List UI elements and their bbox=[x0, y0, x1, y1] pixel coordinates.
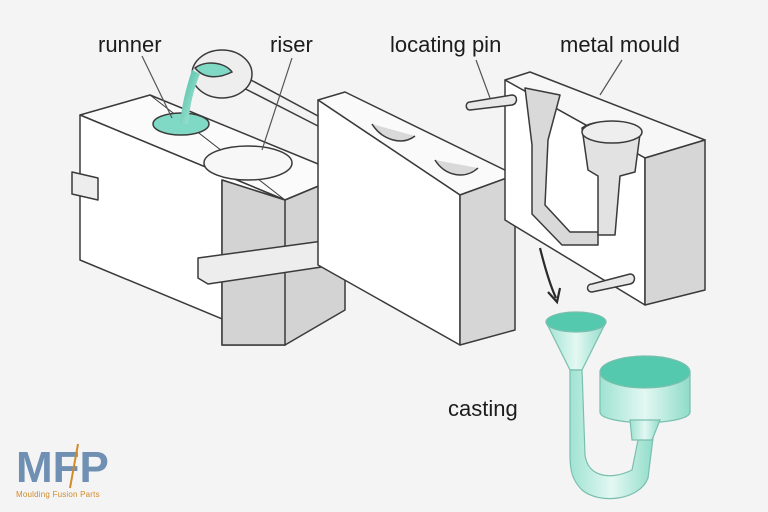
locating-pin-leader bbox=[475, 59, 491, 99]
pouring-ladle bbox=[180, 49, 328, 129]
company-logo: MFP bbox=[16, 443, 109, 492]
casting-part bbox=[545, 311, 691, 500]
casting-runner bbox=[569, 369, 655, 500]
casting-riser-top bbox=[599, 355, 691, 389]
metal-mould bbox=[504, 71, 706, 306]
logo-mark: MFP bbox=[16, 443, 109, 492]
mould-half-end-face bbox=[459, 174, 516, 346]
casting-sprue-top bbox=[545, 311, 607, 333]
metal-mould-leader bbox=[599, 59, 623, 96]
logo-caption: Moulding Fusion Parts bbox=[16, 490, 100, 499]
mould-half bbox=[317, 91, 516, 346]
metal-mould-end-face bbox=[644, 139, 706, 306]
metal-mould-label: metal mould bbox=[560, 32, 680, 57]
casting-arrow bbox=[538, 247, 562, 305]
locating-pin-bottom bbox=[586, 273, 636, 293]
assembled-mould bbox=[71, 94, 356, 346]
leader-lines bbox=[141, 55, 623, 151]
riser-label: riser bbox=[270, 32, 313, 57]
riser-leader bbox=[261, 57, 293, 151]
mould-half-cavity-notch-1 bbox=[371, 123, 416, 142]
runner-leader bbox=[141, 55, 173, 119]
molten-metal-stream bbox=[180, 70, 200, 124]
runner-label: runner bbox=[98, 32, 162, 57]
riser-opening bbox=[203, 145, 293, 181]
locating-pins bbox=[465, 94, 636, 293]
mould-half-cavity-notch-2 bbox=[434, 159, 479, 176]
mould-top-split-line bbox=[149, 94, 286, 201]
casting-arrow-shaft bbox=[538, 247, 557, 299]
cavity-riser-top bbox=[581, 120, 643, 144]
casting-riser-neck bbox=[629, 419, 661, 441]
side-clamp-tab bbox=[71, 171, 99, 201]
casting-label: casting bbox=[448, 396, 518, 421]
casting-arrow-head bbox=[547, 287, 562, 305]
locating-pin-top bbox=[465, 94, 518, 111]
locating-pin-label: locating pin bbox=[390, 32, 502, 57]
ladle-metal bbox=[193, 62, 234, 78]
logo-accent-line bbox=[69, 443, 79, 489]
